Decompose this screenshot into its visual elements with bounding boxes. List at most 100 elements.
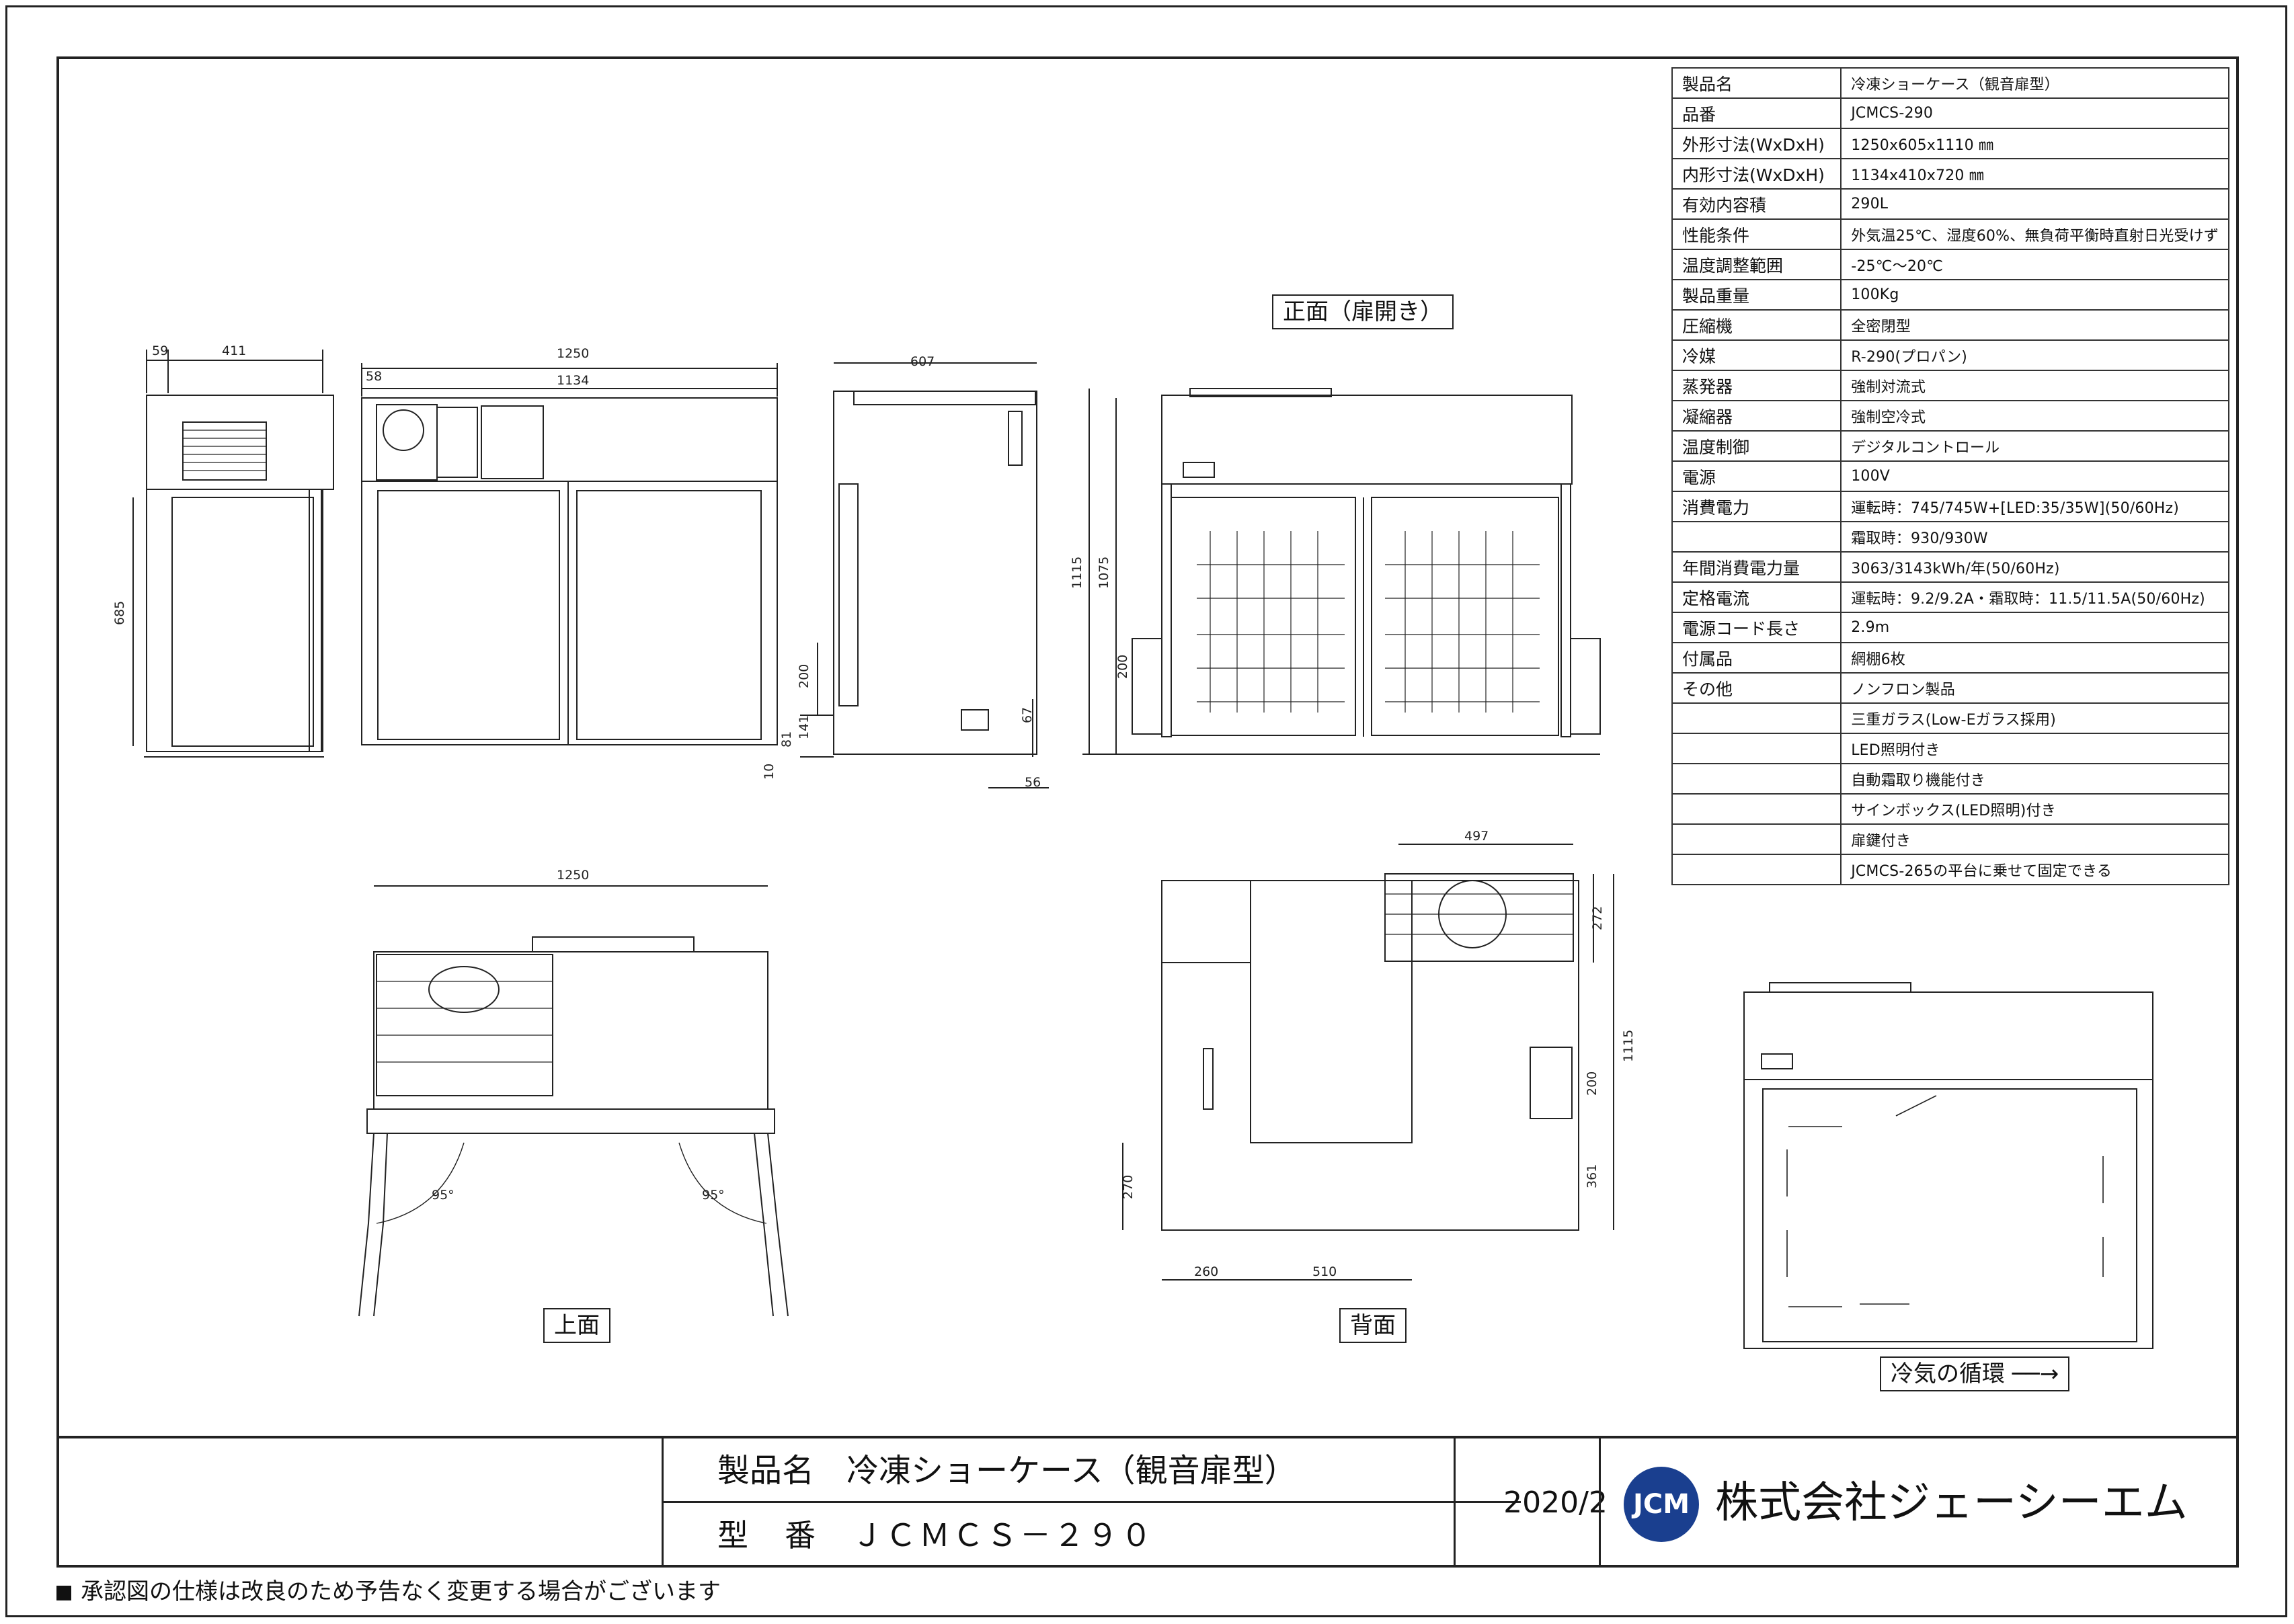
dim-272: 272 <box>1590 906 1605 930</box>
sheet-outer-border <box>5 5 2287 1617</box>
dim-1115-back: 1115 <box>1621 1030 1636 1062</box>
spec-value: -25℃～20℃ <box>1840 249 2229 280</box>
spec-value: 100V <box>1840 460 2229 492</box>
dim-361: 361 <box>1585 1164 1599 1188</box>
drawing-frame <box>56 56 2239 1568</box>
title-date: 2020/2 <box>1454 1438 1655 1568</box>
jcm-logo-icon: JCM <box>1624 1467 1699 1542</box>
spec-key <box>1671 854 1842 885</box>
spec-key: 年間消費電力量 <box>1671 551 1842 583</box>
spec-key: 蒸発器 <box>1671 370 1842 401</box>
spec-value: 運転時：745/745W+[LED:35/35W](50/60Hz) <box>1840 491 2229 522</box>
dim-56: 56 <box>1025 775 1041 790</box>
spec-value: 強制空冷式 <box>1840 400 2229 432</box>
spec-row: その他ノンフロン製品 <box>1671 672 2229 704</box>
dim-270: 270 <box>1121 1175 1136 1199</box>
spec-row: 温度調整範囲-25℃～20℃ <box>1671 249 2229 280</box>
spec-value: 網棚6枚 <box>1840 642 2229 674</box>
spec-row: 扉鍵付き <box>1671 823 2229 855</box>
dim-1250-front: 1250 <box>557 346 589 361</box>
spec-value: 強制対流式 <box>1840 370 2229 401</box>
dim-58: 58 <box>366 369 382 384</box>
spec-key <box>1671 763 1842 795</box>
dim-497: 497 <box>1464 829 1489 844</box>
spec-key <box>1671 702 1842 734</box>
spec-row: JCMCS-265の平台に乗せて固定できる <box>1671 854 2229 885</box>
view-label-top: 上面 <box>543 1308 610 1343</box>
spec-key: 品番 <box>1671 97 1842 129</box>
side-view-right <box>800 362 1049 788</box>
spec-row: 圧縮機全密閉型 <box>1671 309 2229 341</box>
spec-value: R-290(プロパン) <box>1840 339 2229 371</box>
dim-10: 10 <box>762 764 777 780</box>
dim-67: 67 <box>1020 707 1035 723</box>
dim-1134: 1134 <box>557 373 589 388</box>
spec-value: LED照明付き <box>1840 733 2229 764</box>
spec-key: その他 <box>1671 672 1842 704</box>
spec-value: 外気温25℃、湿度60%、無負荷平衡時直射日光受けず <box>1840 218 2229 250</box>
spec-key: 消費電力 <box>1671 491 1842 522</box>
spec-row: LED照明付き <box>1671 733 2229 764</box>
side-view-left <box>132 350 334 758</box>
spec-value: 自動霜取り機能付き <box>1840 763 2229 795</box>
spec-key: 温度調整範囲 <box>1671 249 1842 280</box>
spec-key: 製品重量 <box>1671 279 1842 311</box>
dim-200-back: 200 <box>1585 1071 1599 1096</box>
dim-607: 607 <box>910 354 935 369</box>
spec-value: 扉鍵付き <box>1840 823 2229 855</box>
dim-1075: 1075 <box>1097 557 1111 589</box>
spec-row: 消費電力運転時：745/745W+[LED:35/35W](50/60Hz) <box>1671 491 2229 522</box>
spec-value: 1134x410x720 ㎜ <box>1840 158 2229 190</box>
spec-row: 凝縮器強制空冷式 <box>1671 400 2229 432</box>
back-view <box>1122 844 1614 1281</box>
spec-row: 自動霜取り機能付き <box>1671 763 2229 795</box>
angle-95-left: 95° <box>432 1188 454 1203</box>
spec-value: 290L <box>1840 188 2229 220</box>
spec-key: 定格電流 <box>1671 581 1842 613</box>
spec-key <box>1671 521 1842 553</box>
top-view <box>358 885 789 1317</box>
spec-key: 内形寸法(WxDxH) <box>1671 158 1842 190</box>
spec-key: 性能条件 <box>1671 218 1842 250</box>
spec-value: 三重ガラス(Low-Eガラス採用) <box>1840 702 2229 734</box>
spec-key: 温度制御 <box>1671 430 1842 462</box>
spec-value: JCMCS-265の平台に乗せて固定できる <box>1840 854 2229 885</box>
dim-260: 260 <box>1194 1264 1218 1279</box>
spec-key: 製品名 <box>1671 67 1842 99</box>
dim-141: 141 <box>797 715 812 739</box>
dim-81: 81 <box>779 731 794 747</box>
dim-200-side: 200 <box>797 664 812 688</box>
square-bullet-icon <box>56 1585 71 1600</box>
spec-key <box>1671 823 1842 855</box>
spec-value: JCMCS-290 <box>1840 97 2229 129</box>
spec-key <box>1671 733 1842 764</box>
dim-685: 685 <box>112 601 127 625</box>
spec-row: 内形寸法(WxDxH)1134x410x720 ㎜ <box>1671 158 2229 190</box>
spec-value: 運転時：9.2/9.2A・霜取時：11.5/11.5A(50/60Hz) <box>1840 581 2229 613</box>
spec-key: 凝縮器 <box>1671 400 1842 432</box>
title-block: 製品名 冷凍ショーケース（観音扉型） 型 番 ＪＣＭＣＳ－２９０ 2020/2 … <box>56 1436 2239 1568</box>
spec-value: 冷凍ショーケース（観音扉型） <box>1840 67 2229 99</box>
spec-row: 製品名冷凍ショーケース（観音扉型） <box>1671 67 2229 99</box>
title-product: 製品名 冷凍ショーケース（観音扉型） <box>662 1438 1521 1503</box>
spec-value: 1250x605x1110 ㎜ <box>1840 128 2229 159</box>
front-view-closed <box>361 363 778 745</box>
spec-row: 蒸発器強制対流式 <box>1671 370 2229 401</box>
spec-key: 冷媒 <box>1671 339 1842 371</box>
airflow-section-view <box>1743 982 2153 1349</box>
spec-row: 性能条件外気温25℃、湿度60%、無負荷平衡時直射日光受けず <box>1671 218 2229 250</box>
spec-value: 霜取時：930/930W <box>1840 521 2229 553</box>
spec-row: サインボックス(LED照明)付き <box>1671 793 2229 825</box>
spec-row: 定格電流運転時：9.2/9.2A・霜取時：11.5/11.5A(50/60Hz) <box>1671 581 2229 613</box>
spec-key: 付属品 <box>1671 642 1842 674</box>
dim-411: 411 <box>222 343 246 358</box>
dim-59: 59 <box>152 343 168 358</box>
company-cell: JCM 株式会社ジェーシーエム <box>1599 1438 2239 1568</box>
